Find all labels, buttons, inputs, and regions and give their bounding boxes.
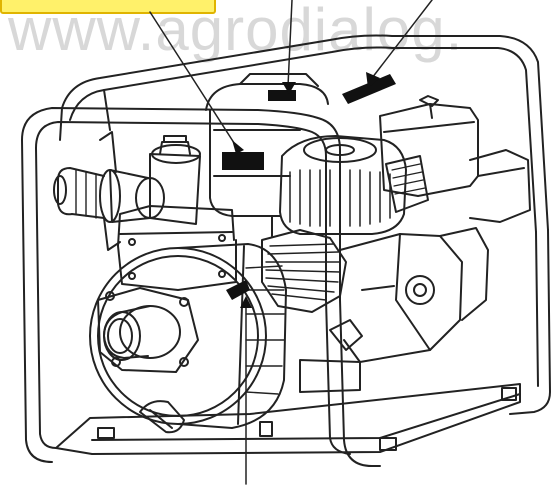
suction-inlet [97, 287, 199, 373]
warning-decal-tank [222, 152, 264, 170]
recoil-starter-housing [279, 135, 429, 235]
leader-lines [149, 0, 433, 485]
base-plate [55, 383, 521, 455]
warning-decals [222, 74, 396, 300]
pump-volute-housing [89, 205, 287, 429]
warning-decal-top [268, 90, 296, 101]
watermark-text: www.agrodialog. [8, 0, 464, 63]
warning-decal-frame [342, 74, 396, 104]
callout-label-box [0, 0, 216, 14]
discharge-outlet [53, 131, 201, 251]
engine-fuel-tank [205, 73, 329, 237]
engine-cooling-fins [261, 227, 489, 393]
engine-air-cleaner [379, 95, 531, 223]
drain-plug [139, 400, 185, 434]
arrow-heads [232, 72, 380, 308]
warning-decal-pump [226, 280, 250, 300]
